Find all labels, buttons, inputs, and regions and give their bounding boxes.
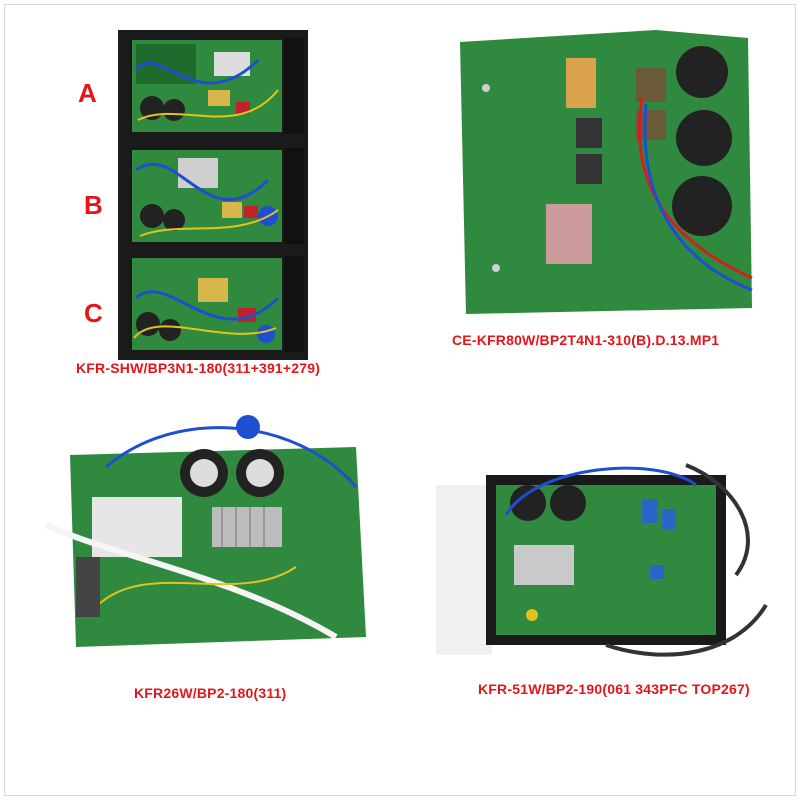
image-frame bbox=[4, 4, 796, 796]
board-photo-bottom-right bbox=[436, 463, 768, 657]
board-photo-top-right bbox=[460, 30, 753, 314]
board-photo-a bbox=[118, 30, 308, 142]
caption-top-right: CE-KFR80W/BP2T4N1-310(B).D.13.MP1 bbox=[452, 332, 720, 348]
label-a: A bbox=[78, 78, 97, 108]
panel-top-right: CE-KFR80W/BP2T4N1-310(B).D.13.MP1 bbox=[440, 20, 780, 390]
label-b: B bbox=[84, 190, 103, 220]
panel-top-left: A B C KFR-SHW/BP3N1-180(311 bbox=[70, 20, 390, 390]
board-photo-bottom-left bbox=[44, 415, 366, 647]
board-photo-c bbox=[118, 248, 308, 360]
board-photo-b bbox=[118, 140, 308, 252]
caption-bottom-left: KFR26W/BP2-180(311) bbox=[134, 685, 287, 701]
caption-top-left: KFR-SHW/BP3N1-180(311+391+279) bbox=[76, 360, 321, 376]
panel-bottom-right: KFR-51W/BP2-190(061 343PFC TOP267) bbox=[430, 455, 790, 705]
panel-bottom-left: KFR26W/BP2-180(311) bbox=[20, 405, 410, 715]
label-c: C bbox=[84, 298, 103, 328]
caption-bottom-right: KFR-51W/BP2-190(061 343PFC TOP267) bbox=[478, 681, 750, 697]
